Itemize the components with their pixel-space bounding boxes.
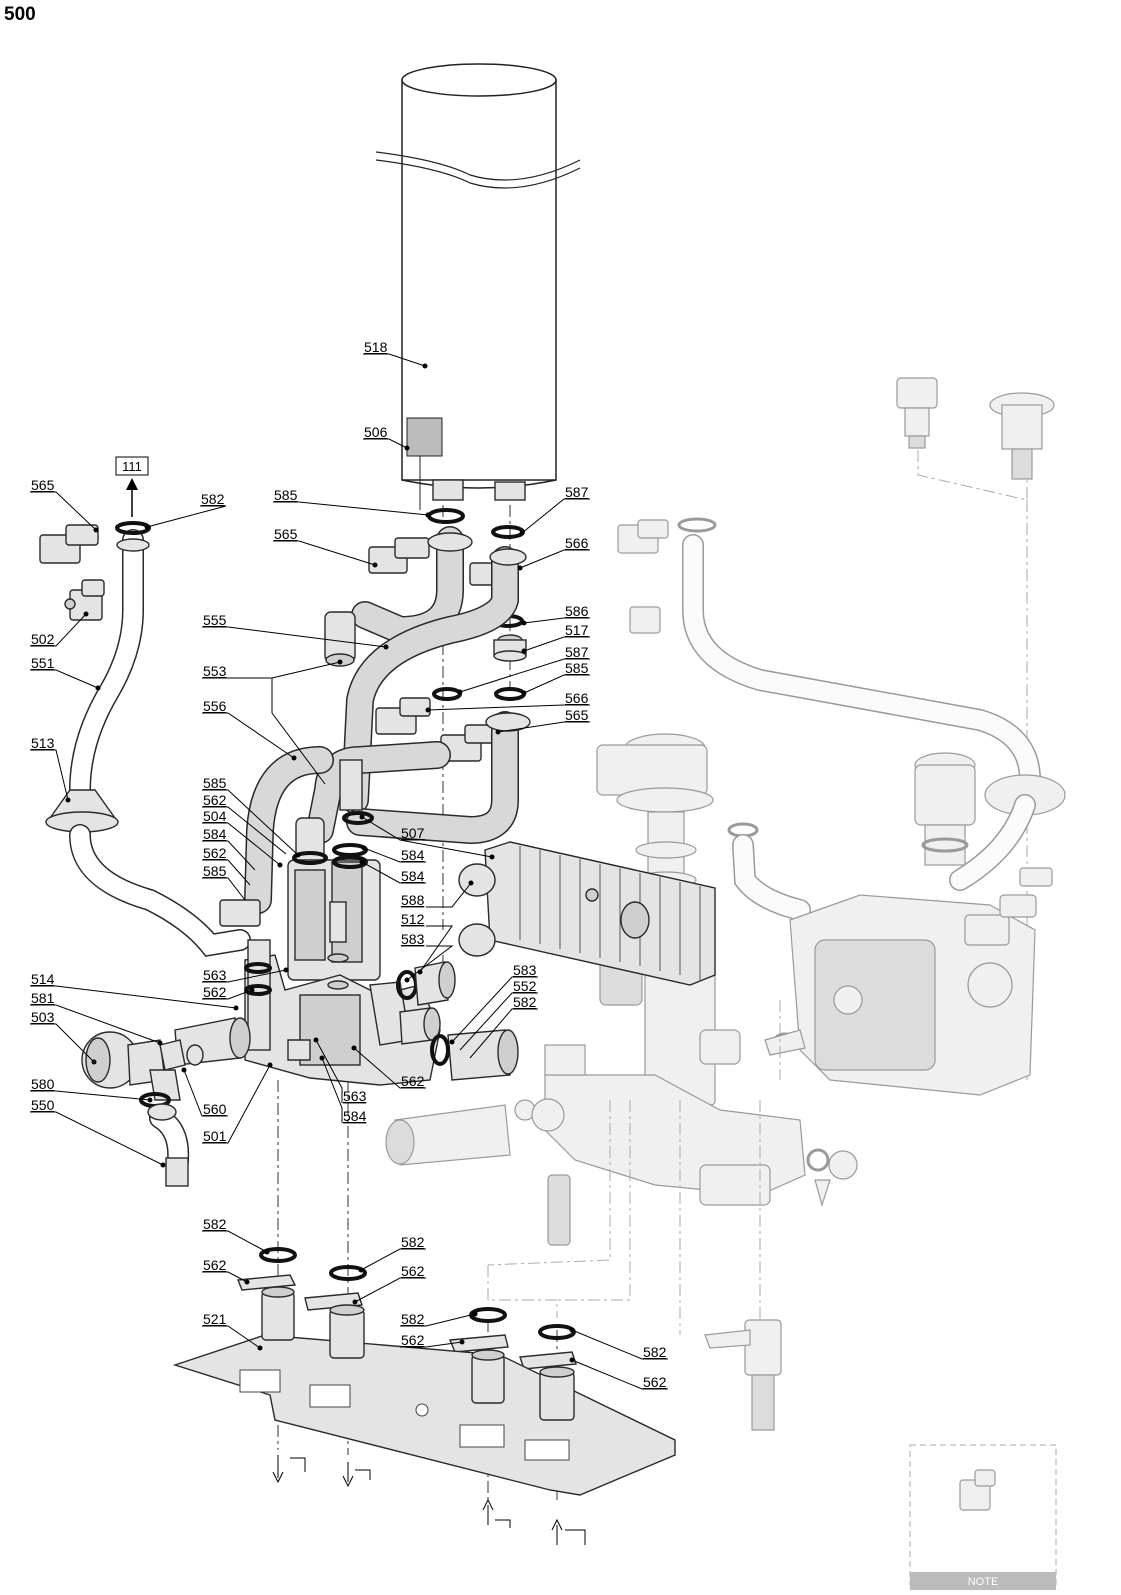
pipe-551: [69, 521, 151, 801]
callout-501: 501: [203, 1128, 227, 1144]
leader-lines: [30, 353, 668, 1390]
ghost-drain-valve: [704, 1319, 782, 1431]
callout-502: 502: [31, 631, 55, 647]
clip-566-mid: [375, 697, 431, 735]
inset-box: NOTE: [909, 1444, 1057, 1590]
ghost-sensor-left: [896, 377, 938, 449]
ghost-clip-top: [617, 519, 669, 554]
callout-521: 521: [203, 1311, 227, 1327]
callout-582: 582: [401, 1234, 425, 1250]
callout-562: 562: [203, 1257, 227, 1273]
callout-562: 562: [401, 1332, 425, 1348]
callout-555: 555: [203, 612, 227, 628]
callout-562: 562: [203, 792, 227, 808]
callout-584: 584: [343, 1108, 367, 1124]
callout-506: 506: [364, 424, 388, 440]
callout-552: 552: [513, 978, 537, 994]
valve-503: [81, 1031, 181, 1101]
clip-502: [64, 579, 105, 621]
callout-582: 582: [643, 1344, 667, 1360]
callout-587: 587: [565, 484, 589, 500]
callout-584: 584: [401, 868, 425, 884]
callout-587: 587: [565, 644, 589, 660]
callout-585: 585: [565, 660, 589, 676]
callout-584: 584: [401, 847, 425, 863]
callout-566: 566: [565, 535, 589, 551]
callout-513: 513: [31, 735, 55, 751]
base-plate-521: [172, 1286, 676, 1496]
callout-514: 514: [31, 971, 55, 987]
callout-562: 562: [203, 845, 227, 861]
filter-514: [159, 1017, 251, 1071]
ghost-filter: [385, 1104, 511, 1166]
callout-566: 566: [565, 690, 589, 706]
callout-563: 563: [343, 1088, 367, 1104]
nut-517: [493, 634, 527, 662]
callout-565: 565: [31, 477, 55, 493]
callout-553: 553: [203, 663, 227, 679]
callout-565: 565: [274, 526, 298, 542]
callout-583: 583: [513, 962, 537, 978]
callout-582: 582: [401, 1311, 425, 1327]
callout-562: 562: [401, 1073, 425, 1089]
callout-551: 551: [31, 655, 55, 671]
callout-581: 581: [31, 990, 55, 1006]
callout-580: 580: [31, 1076, 55, 1092]
ghost-sensor-right: [989, 392, 1055, 480]
heat-exchanger-507: [458, 841, 716, 986]
ghost-assembly: NOTE: [385, 377, 1066, 1590]
callout-585: 585: [274, 487, 298, 503]
clip-565-mid: [440, 724, 496, 762]
callout-582: 582: [201, 491, 225, 507]
clip-562-b4: [519, 1351, 577, 1370]
connector-583: [399, 1007, 441, 1045]
callout-563: 563: [203, 967, 227, 983]
callout-labels: 518 506 565 582 585 587 565 566 502 551 …: [31, 339, 667, 1390]
callout-585: 585: [203, 863, 227, 879]
reference-box-label: 111: [122, 459, 142, 474]
callout-504: 504: [203, 808, 227, 824]
ghost-clip-mid: [629, 606, 661, 634]
callout-586: 586: [565, 603, 589, 619]
callout-584: 584: [203, 826, 227, 842]
callout-582: 582: [513, 994, 537, 1010]
callout-562: 562: [401, 1263, 425, 1279]
callout-507: 507: [401, 825, 425, 841]
flow-symbols: [272, 1455, 586, 1545]
page-title: 500: [4, 4, 36, 25]
callout-512: 512: [401, 911, 425, 927]
callout-583: 583: [401, 931, 425, 947]
callout-588: 588: [401, 892, 425, 908]
callout-503: 503: [31, 1009, 55, 1025]
cone-513: [45, 789, 119, 833]
callout-560: 560: [203, 1101, 227, 1117]
clip-562-b3: [448, 1334, 509, 1353]
connector-552: [430, 1029, 519, 1081]
callout-582: 582: [203, 1216, 227, 1232]
callout-565: 565: [565, 707, 589, 723]
callout-518: 518: [364, 339, 388, 355]
callout-556: 556: [203, 698, 227, 714]
clip-565-top: [368, 537, 430, 574]
callout-562: 562: [643, 1374, 667, 1390]
elbow-550: [147, 1103, 190, 1187]
clip-562-b1: [237, 1274, 297, 1291]
inset-caption: NOTE: [968, 1576, 999, 1588]
connector-512: [396, 961, 456, 1006]
callout-550: 550: [31, 1097, 55, 1113]
callout-585: 585: [203, 775, 227, 791]
reference-box: 111: [115, 456, 149, 517]
ghost-valve: [914, 752, 976, 866]
callout-517: 517: [565, 622, 589, 638]
ghost-clip-right: [964, 867, 1053, 946]
callout-562: 562: [203, 984, 227, 1000]
storage-cylinder: [375, 63, 581, 510]
clip-565-left: [39, 524, 99, 564]
